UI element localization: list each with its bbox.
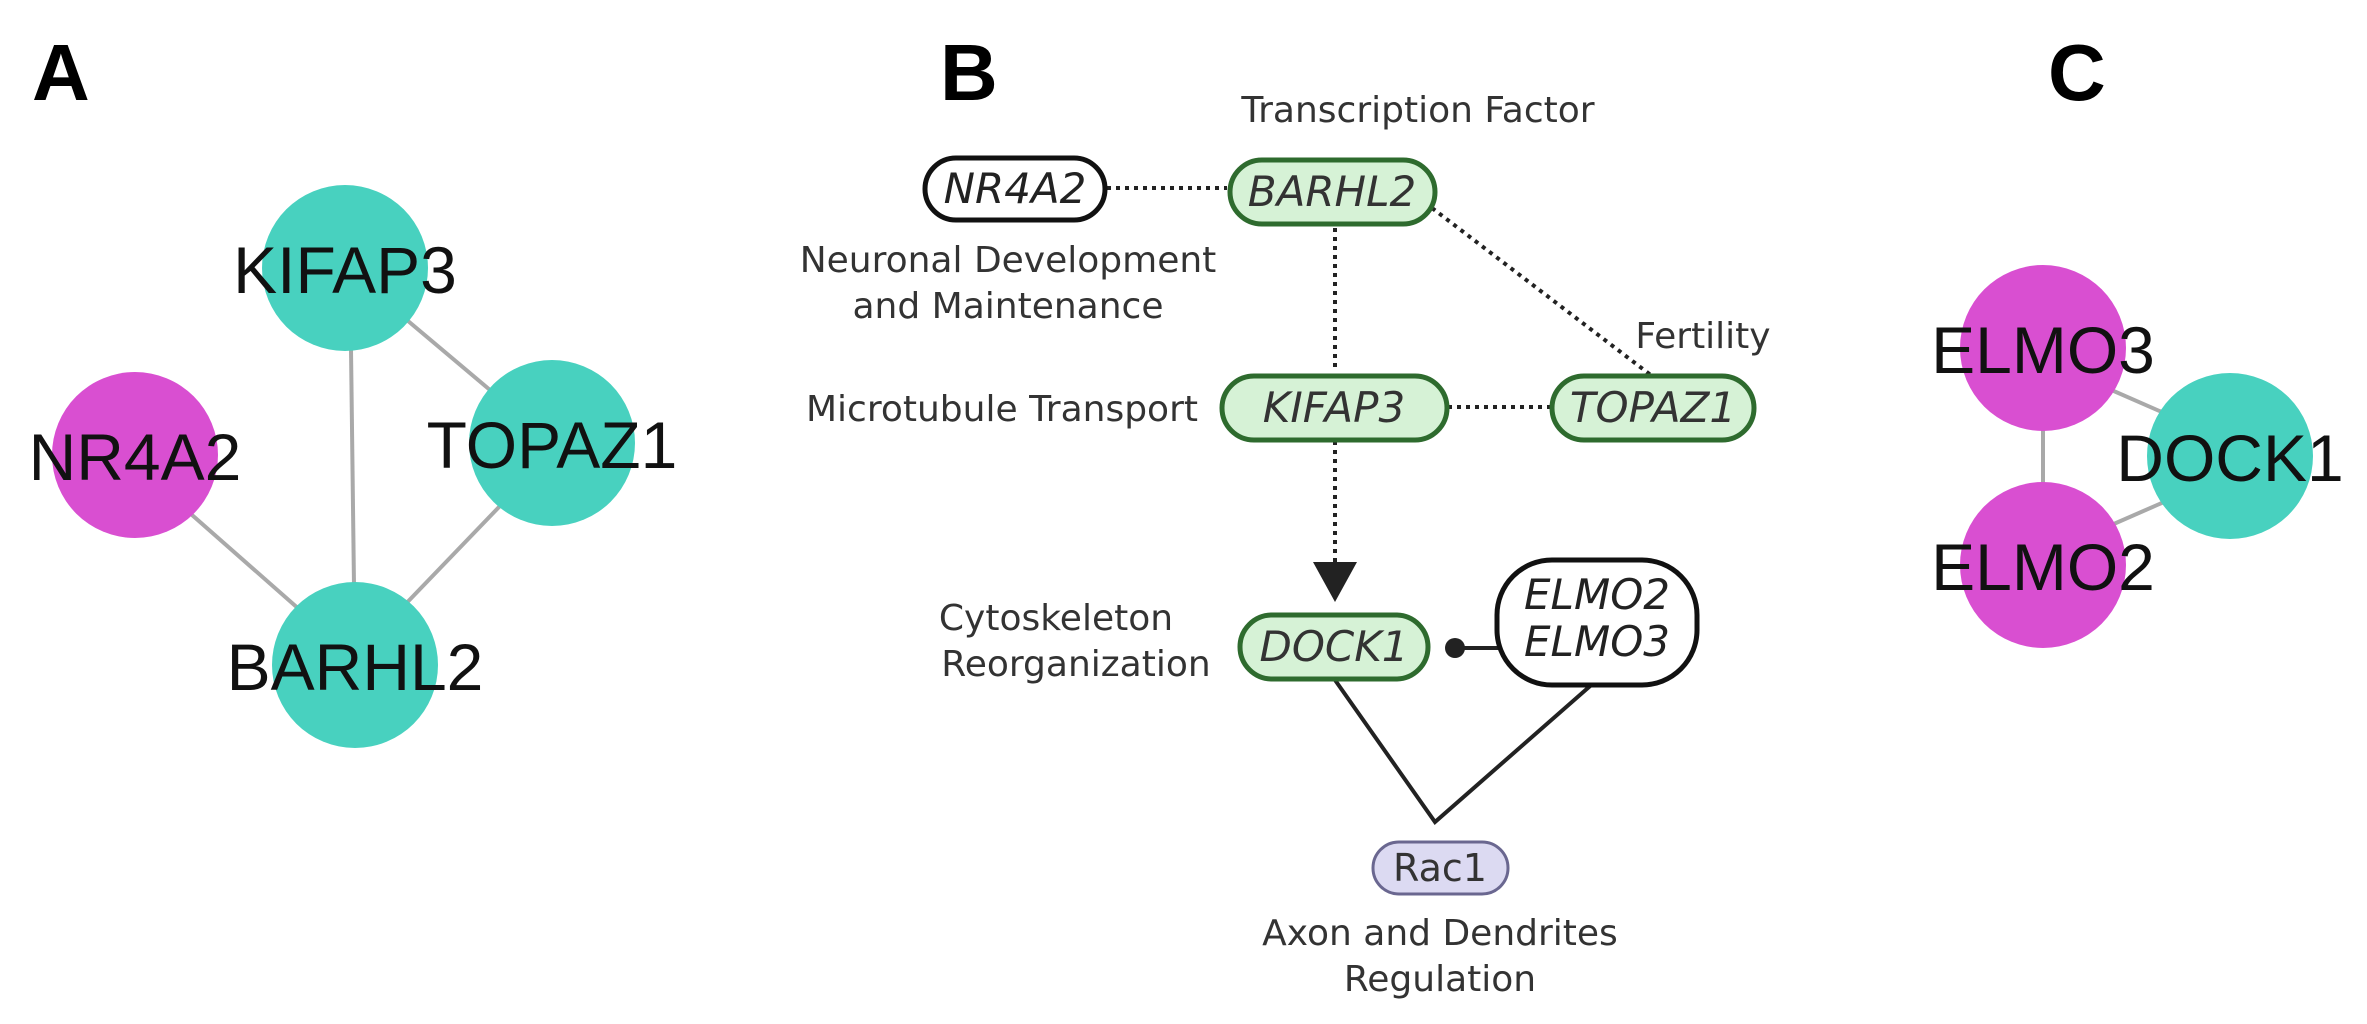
gene-topaz1-label: TOPAZ1 xyxy=(1570,383,1736,432)
node-nr4a2-circle xyxy=(52,372,218,538)
gene-barhl2-label: BARHL2 xyxy=(1248,167,1416,216)
annot-axon-line2: Regulation xyxy=(1344,959,1536,1000)
node-c-dock1-circle xyxy=(2147,373,2313,539)
node-kifap3-circle xyxy=(262,185,428,351)
node-nr4a2-label: NR4A2 xyxy=(29,420,242,494)
node-topaz1[interactable]: TOPAZ1 xyxy=(427,360,678,526)
gene-topaz1-pill xyxy=(1549,373,1757,443)
node-kifap3-label: KIFAP3 xyxy=(233,233,457,307)
gene-barhl2[interactable]: BARHL2 xyxy=(1227,157,1438,227)
panel-b: B NR4A2 BARHL2 KIFAP3 TOPAZ1 DOCK xyxy=(800,28,1771,1000)
node-barhl2-circle xyxy=(272,582,438,748)
gene-dock1-pill xyxy=(1237,612,1431,682)
annot-neuronal-line2: and Maintenance xyxy=(852,286,1163,327)
panel-b-letter: B xyxy=(940,28,998,117)
gene-rac1[interactable]: Rac1 xyxy=(1371,840,1510,896)
gene-nr4a2[interactable]: NR4A2 xyxy=(922,155,1108,223)
node-nr4a2[interactable]: NR4A2 xyxy=(29,372,242,538)
node-c-elmo2-label: ELMO2 xyxy=(1931,530,2155,604)
annot-transcription-factor: Transcription Factor xyxy=(1240,90,1594,131)
panel-c: C ELMO3 ELMO2 DOCK1 xyxy=(1931,28,2344,648)
node-kifap3[interactable]: KIFAP3 xyxy=(233,185,457,351)
annot-fertility: Fertility xyxy=(1635,316,1770,357)
node-topaz1-circle xyxy=(469,360,635,526)
node-c-elmo3[interactable]: ELMO3 xyxy=(1931,265,2155,431)
gene-elmo2-label: ELMO2 xyxy=(1524,570,1670,619)
gene-nr4a2-label: NR4A2 xyxy=(944,164,1087,213)
arrowhead-dock1 xyxy=(1313,562,1357,602)
panel-c-letter: C xyxy=(2048,28,2106,117)
link-dock1-elmo-rac1 xyxy=(1333,678,1599,825)
gene-elmo3-label: ELMO3 xyxy=(1524,617,1670,666)
panel-a: A KIFAP3 TOPAZ1 NR4A2 BARHL2 xyxy=(29,28,678,748)
gene-barhl2-pill xyxy=(1227,157,1438,227)
link-barhl2-topaz1 xyxy=(1430,206,1654,378)
gene-kifap3-pill xyxy=(1219,373,1450,443)
node-c-elmo2[interactable]: ELMO2 xyxy=(1931,482,2155,648)
gene-kifap3[interactable]: KIFAP3 xyxy=(1219,373,1450,443)
node-c-dock1[interactable]: DOCK1 xyxy=(2116,373,2344,539)
gene-dock1[interactable]: DOCK1 xyxy=(1237,612,1431,682)
node-c-dock1-label: DOCK1 xyxy=(2116,421,2343,495)
node-topaz1-label: TOPAZ1 xyxy=(427,408,678,482)
edge-kifap3-topaz1 xyxy=(393,308,492,392)
gene-dock1-label: DOCK1 xyxy=(1260,622,1409,671)
binding-dot xyxy=(1445,638,1465,658)
gene-kifap3-label: KIFAP3 xyxy=(1263,383,1405,432)
annot-neuronal-line1: Neuronal Development xyxy=(800,240,1217,281)
panel-a-letter: A xyxy=(32,28,90,117)
node-barhl2-label: BARHL2 xyxy=(227,630,484,704)
annot-cytoskeleton-line2: Reorganization xyxy=(941,644,1210,685)
gene-elmo-pill xyxy=(1494,557,1700,688)
annot-axon-line1: Axon and Dendrites xyxy=(1262,913,1618,954)
node-c-elmo2-circle xyxy=(1960,482,2126,648)
annot-microtubule: Microtubule Transport xyxy=(806,389,1198,430)
gene-elmo2-elmo3[interactable]: ELMO2 ELMO3 xyxy=(1494,557,1700,688)
edge-nr4a2-barhl2 xyxy=(173,498,302,612)
gene-topaz1[interactable]: TOPAZ1 xyxy=(1549,373,1757,443)
gene-rac1-pill xyxy=(1371,840,1510,896)
node-c-elmo3-circle xyxy=(1960,265,2126,431)
node-barhl2[interactable]: BARHL2 xyxy=(227,582,484,748)
annot-cytoskeleton-line1: Cytoskeleton xyxy=(939,598,1173,639)
gene-nr4a2-pill xyxy=(922,155,1108,223)
node-c-elmo3-label: ELMO3 xyxy=(1931,313,2155,387)
gene-rac1-label: Rac1 xyxy=(1393,846,1487,890)
